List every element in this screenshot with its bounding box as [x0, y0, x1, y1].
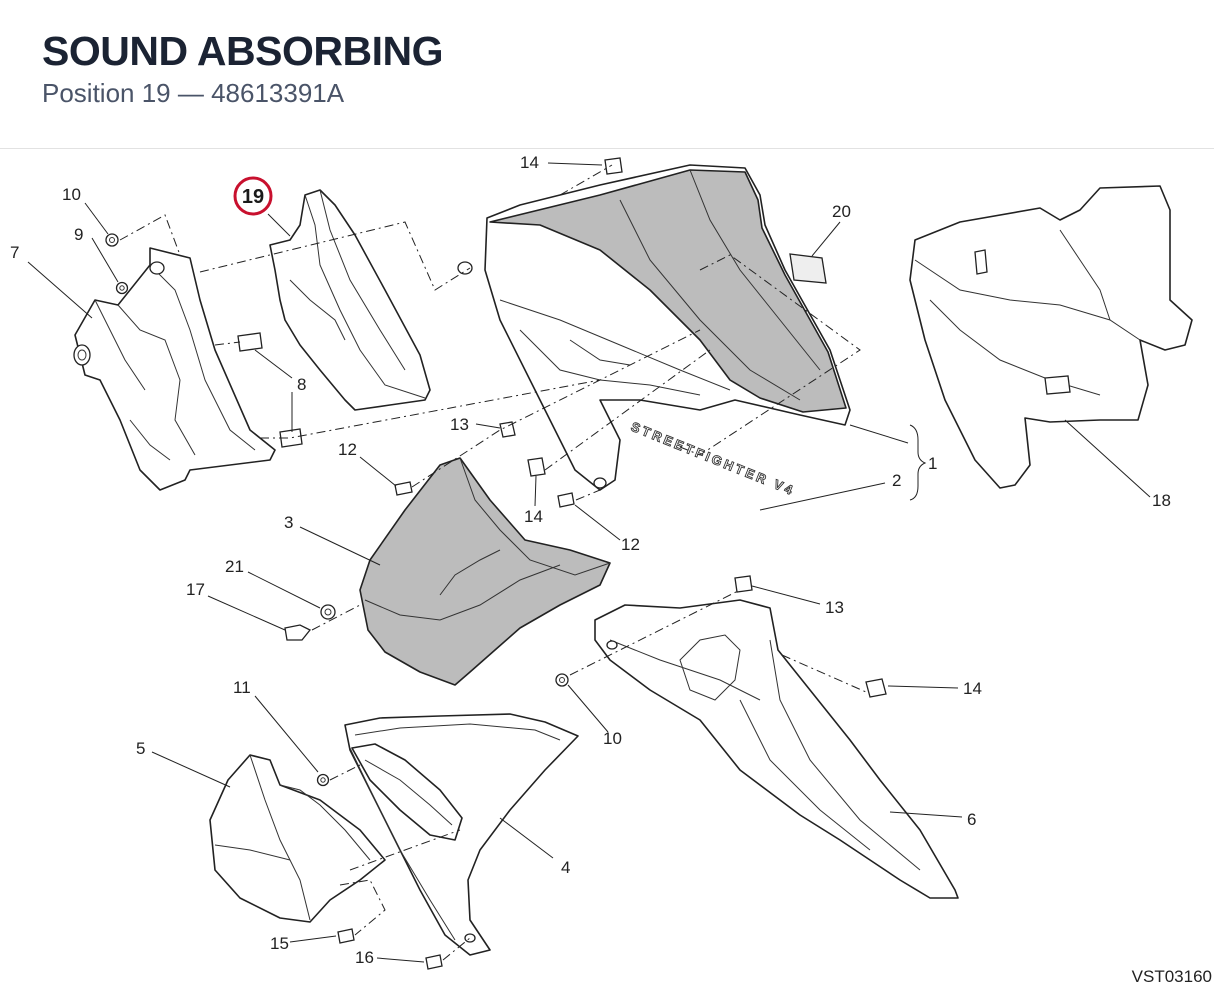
callout-10[interactable]: 10: [62, 185, 81, 204]
callout-19-highlight[interactable]: 19: [233, 176, 273, 216]
exploded-parts-diagram: STREETFIGHTER V4: [10, 153, 1212, 986]
callout-9[interactable]: 9: [74, 225, 83, 244]
callout-5[interactable]: 5: [136, 739, 145, 758]
page-subtitle: Position 19 — 48613391A: [42, 78, 345, 108]
screw-12-left[interactable]: [394, 481, 413, 496]
callout-19[interactable]: 19: [242, 186, 264, 208]
washer-21[interactable]: [320, 604, 336, 620]
screw-12-right[interactable]: [557, 492, 575, 508]
page-title: SOUND ABSORBING: [42, 28, 444, 74]
screw-16[interactable]: [425, 954, 443, 970]
hardware: [105, 157, 887, 970]
callout-2[interactable]: 2: [892, 471, 901, 490]
part-8-clips[interactable]: [237, 332, 303, 448]
screw-10-top[interactable]: [105, 233, 119, 247]
bolt-17[interactable]: [284, 624, 312, 641]
callout-7[interactable]: 7: [10, 243, 19, 262]
clip-14-mid[interactable]: [527, 457, 546, 477]
clip-14-top[interactable]: [604, 157, 623, 175]
assembly-lines: [119, 164, 867, 961]
callout-14-mid[interactable]: 14: [524, 507, 543, 526]
screw-10-lower[interactable]: [555, 673, 569, 687]
callouts: 10 9 7 8 14 20 13 12 14 12 1 2 18 3 21 1…: [10, 153, 1212, 986]
part-18-tank-cover[interactable]: [909, 185, 1193, 489]
callout-8[interactable]: 8: [297, 375, 306, 394]
clip-13-lower[interactable]: [734, 575, 753, 593]
screw-15[interactable]: [337, 928, 355, 944]
callout-15[interactable]: 15: [270, 934, 289, 953]
highlight-ring: [233, 176, 273, 216]
part-3-cowl[interactable]: [359, 457, 611, 686]
screw-11[interactable]: [316, 773, 330, 787]
callout-4[interactable]: 4: [561, 858, 570, 877]
part-2-decal: STREETFIGHTER V4: [628, 418, 798, 499]
callout-13-mid[interactable]: 13: [450, 415, 469, 434]
callout-14-lower[interactable]: 14: [963, 679, 982, 698]
callout-17[interactable]: 17: [186, 580, 205, 599]
part-6-belly-pan[interactable]: [594, 599, 959, 899]
part-1-side-panel[interactable]: [457, 164, 851, 491]
callout-16[interactable]: 16: [355, 948, 374, 967]
callout-6[interactable]: 6: [967, 810, 976, 829]
callout-13-lower[interactable]: 13: [825, 598, 844, 617]
part-19-sound-absorbing-pad[interactable]: [269, 189, 431, 411]
screw-9[interactable]: [115, 281, 129, 295]
callout-18[interactable]: 18: [1152, 491, 1171, 510]
leader-lines: [27, 162, 1151, 963]
callout-10-lower[interactable]: 10: [603, 729, 622, 748]
clip-14-lower[interactable]: [865, 678, 887, 698]
part-20-pad[interactable]: [789, 253, 827, 284]
part-5-radiator-cover[interactable]: [209, 754, 386, 923]
drawing-code: VST03160: [1132, 967, 1212, 986]
callout-11[interactable]: 11: [233, 678, 251, 697]
callout-12-left[interactable]: 12: [338, 440, 357, 459]
callout-1[interactable]: 1: [928, 454, 937, 473]
callout-12-right[interactable]: 12: [621, 535, 640, 554]
callout-14-top[interactable]: 14: [520, 153, 539, 172]
part-7-bracket[interactable]: [73, 247, 276, 491]
callout-20[interactable]: 20: [832, 202, 851, 221]
callout-3[interactable]: 3: [284, 513, 293, 532]
panel-lettering: STREETFIGHTER V4: [629, 419, 798, 499]
clip-13-mid[interactable]: [499, 421, 516, 438]
callout-21[interactable]: 21: [225, 557, 244, 576]
header: SOUND ABSORBING Position 19 — 48613391A: [0, 0, 1214, 149]
part-4-side-scoop[interactable]: [344, 713, 579, 956]
